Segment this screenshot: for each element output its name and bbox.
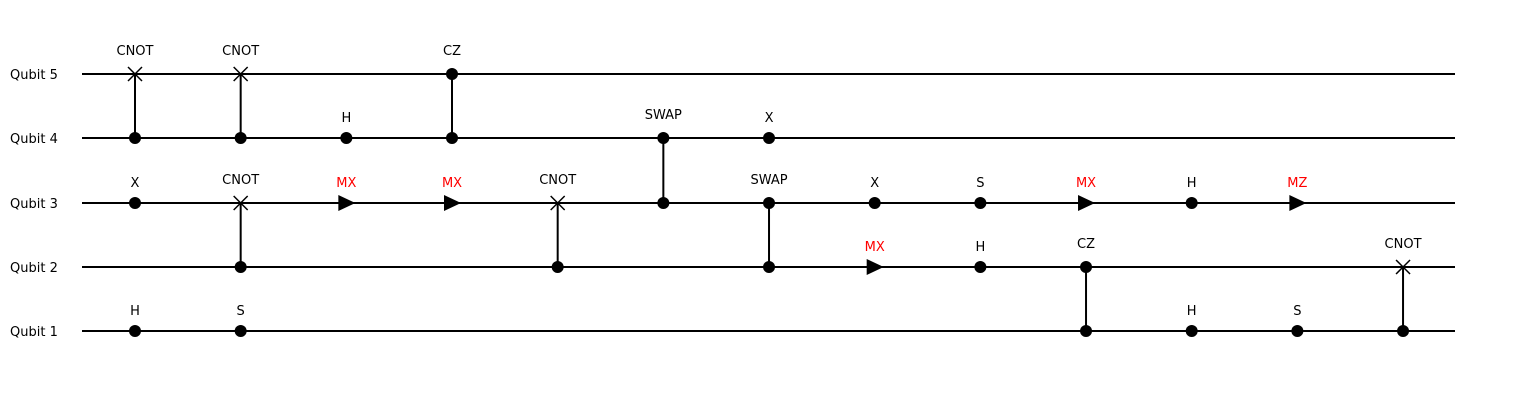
- gate-label: CNOT: [222, 44, 259, 59]
- gate-label: X: [765, 111, 774, 126]
- qubit-label: Qubit 5: [10, 68, 58, 83]
- control-dot: [234, 325, 247, 337]
- control-dot: [763, 261, 776, 273]
- gate-label: X: [131, 176, 140, 191]
- qubit-label: Qubit 3: [10, 197, 58, 212]
- control-dot: [1185, 325, 1198, 337]
- target-x-icon: [233, 195, 249, 211]
- target-x-icon: [127, 66, 143, 82]
- gate-label: CNOT: [539, 173, 576, 188]
- qubit-label: Qubit 1: [10, 325, 58, 340]
- gate-label: SWAP: [750, 173, 787, 188]
- gate-label: H: [975, 240, 985, 255]
- control-dot: [763, 132, 776, 144]
- measure-triangle-icon: [1078, 195, 1096, 211]
- control-dot: [1397, 325, 1410, 337]
- gate-label: H: [1187, 304, 1197, 319]
- control-dot: [974, 197, 987, 209]
- measure-triangle-icon: [1289, 195, 1307, 211]
- measure-label: MZ: [1287, 176, 1307, 191]
- gate-label: CNOT: [222, 173, 259, 188]
- measure-triangle-icon: [338, 195, 356, 211]
- control-dot: [340, 132, 353, 144]
- measure-label: MX: [1076, 176, 1096, 191]
- control-dot: [551, 261, 564, 273]
- target-x-icon: [233, 66, 249, 82]
- gate-label: H: [130, 304, 140, 319]
- control-dot: [129, 197, 141, 209]
- gate-label: CZ: [1077, 237, 1095, 252]
- control-dot: [129, 325, 141, 337]
- control-dot: [129, 132, 141, 144]
- control-dot: [1080, 325, 1093, 337]
- control-dot: [657, 132, 670, 144]
- gate-label: H: [1187, 176, 1197, 191]
- gate-label: CZ: [443, 44, 461, 59]
- control-dot: [446, 132, 459, 144]
- control-dot: [1185, 197, 1198, 209]
- gate-label: X: [870, 176, 879, 191]
- target-x-icon: [550, 195, 566, 211]
- gate-label: S: [1293, 304, 1301, 319]
- control-dot: [657, 197, 670, 209]
- control-dot: [234, 132, 247, 144]
- target-x-icon: [1395, 259, 1411, 275]
- control-dot: [234, 261, 247, 273]
- gate-label: CNOT: [1385, 237, 1422, 252]
- qubit-label: Qubit 4: [10, 132, 58, 147]
- qubit-label: Qubit 2: [10, 261, 58, 276]
- measure-label: MX: [442, 176, 462, 191]
- measure-triangle-icon: [444, 195, 462, 211]
- gate-label: SWAP: [645, 108, 682, 123]
- control-dot: [1291, 325, 1304, 337]
- control-dot: [446, 68, 459, 80]
- control-dot: [1080, 261, 1093, 273]
- control-dot: [974, 261, 987, 273]
- control-dot: [868, 197, 881, 209]
- control-dot: [763, 197, 776, 209]
- measure-triangle-icon: [866, 259, 884, 275]
- gate-label: S: [976, 176, 984, 191]
- gate-label: CNOT: [117, 44, 154, 59]
- gate-label: S: [237, 304, 245, 319]
- measure-label: MX: [865, 240, 885, 255]
- gate-label: H: [341, 111, 351, 126]
- measure-label: MX: [336, 176, 356, 191]
